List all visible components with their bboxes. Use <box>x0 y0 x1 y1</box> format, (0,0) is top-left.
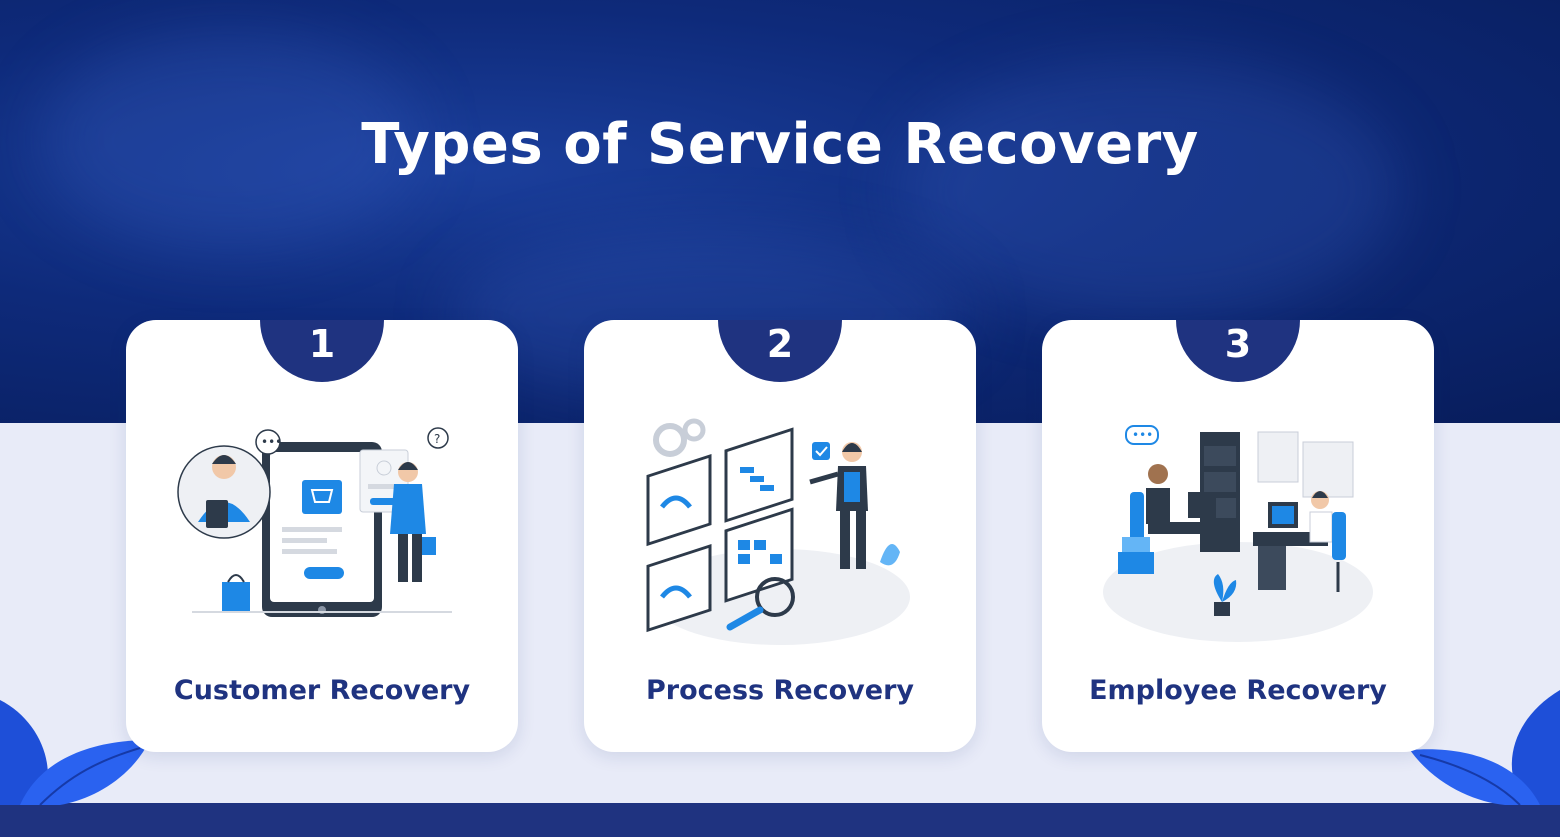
card-label: Process Recovery <box>646 675 914 706</box>
footer-bar <box>0 803 1560 837</box>
hero-banner: Types of Service Recovery <box>0 0 1560 423</box>
card-number: 2 <box>766 322 794 366</box>
background-blob <box>40 30 420 250</box>
background-blob <box>900 60 1400 320</box>
card-number: 1 <box>308 322 336 366</box>
process-board-icon <box>646 418 910 645</box>
leaf-left-icon <box>0 700 150 805</box>
card-number: 3 <box>1224 322 1252 366</box>
svg-text:•••: ••• <box>261 435 282 449</box>
page-title: Types of Service Recovery <box>361 112 1199 177</box>
card-label: Customer Recovery <box>173 675 471 706</box>
svg-text:?: ? <box>434 432 440 446</box>
office-workers-icon: ••• <box>1103 425 1373 642</box>
customer-support-icon: ••• ? <box>177 427 452 617</box>
svg-text:•••: ••• <box>1132 428 1153 442</box>
card-employee-recovery: 3 ••• Employe <box>1042 320 1434 752</box>
card-label: Employee Recovery <box>1089 675 1387 706</box>
card-customer-recovery: 1 ••• ? Custom <box>126 320 518 752</box>
card-process-recovery: 2 Process Recovery <box>584 320 976 752</box>
leaf-right-icon <box>1410 690 1560 805</box>
